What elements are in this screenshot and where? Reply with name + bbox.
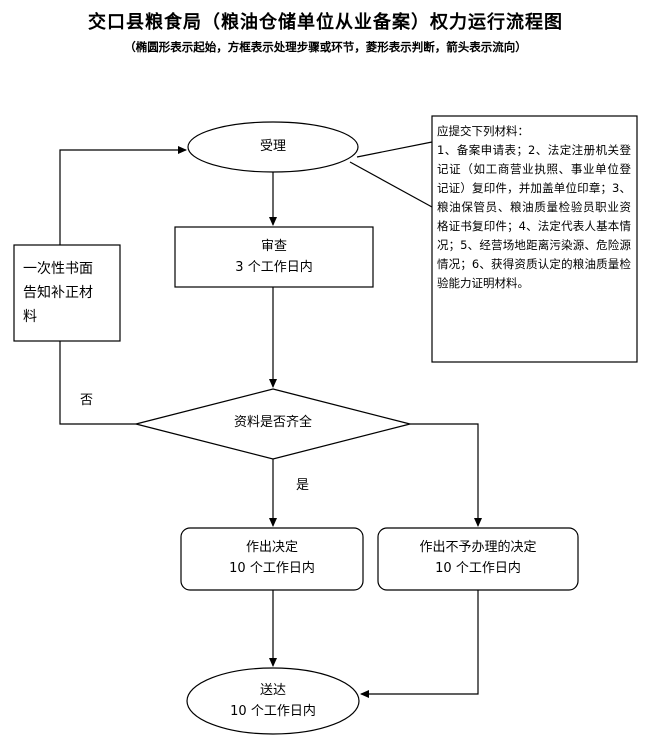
notify-label: 一次性书面 告知补正材 料	[23, 257, 119, 329]
line-decision-to-notify	[59, 341, 136, 425]
accept-label: 受理	[259, 139, 286, 154]
edge-label-no: 否	[80, 393, 94, 408]
notify-box	[13, 244, 121, 342]
decision-label: 资料是否齐全	[233, 415, 312, 430]
approve-title: 作出决定	[245, 540, 298, 555]
review-box	[174, 226, 374, 288]
reject-title: 作出不予办理的决定	[419, 540, 537, 555]
notify-line-1: 一次性书面	[23, 261, 93, 277]
review-duration: 3 个工作日内	[235, 260, 313, 275]
review-label: 审查 3 个工作日内	[175, 236, 373, 278]
materials-body: 1、备案申请表；2、法定注册机关登记证（如工商营业执照、事业单位登记证）复印件，…	[437, 143, 631, 290]
page-subtitle: （椭圆形表示起始，方框表示处理步骤或环节，菱形表示判断，箭头表示流向）	[124, 40, 527, 54]
arrow-notify-to-accept	[59, 146, 187, 245]
reject-label: 作出不予办理的决定 10 个工作日内	[378, 537, 578, 579]
edge-label-yes: 是	[296, 478, 310, 493]
materials-text: 应提交下列材料： 1、备案申请表；2、法定注册机关登记证（如工商营业执照、事业单…	[437, 122, 631, 293]
materials-box	[431, 115, 638, 363]
deliver-label: 送达 10 个工作日内	[193, 680, 353, 722]
callout-line-bottom	[349, 161, 433, 208]
review-title: 审查	[260, 239, 287, 254]
approve-label: 作出决定 10 个工作日内	[181, 537, 363, 579]
notify-line-2: 告知补正材	[23, 285, 93, 301]
callout-line-top	[356, 141, 433, 158]
reject-duration: 10 个工作日内	[435, 561, 521, 576]
arrow-decision-to-reject	[410, 423, 482, 527]
deliver-ellipse	[186, 667, 360, 735]
approve-box	[180, 527, 364, 591]
materials-heading: 应提交下列材料：	[437, 124, 529, 138]
deliver-duration: 10 个工作日内	[230, 704, 316, 719]
approve-duration: 10 个工作日内	[229, 561, 315, 576]
notify-line-3: 料	[23, 309, 37, 325]
page-title: 交口县粮食局（粮油仓储单位从业备案）权力运行流程图	[88, 12, 563, 33]
deliver-title: 送达	[259, 683, 286, 698]
arrow-reject-to-deliver	[360, 590, 479, 698]
